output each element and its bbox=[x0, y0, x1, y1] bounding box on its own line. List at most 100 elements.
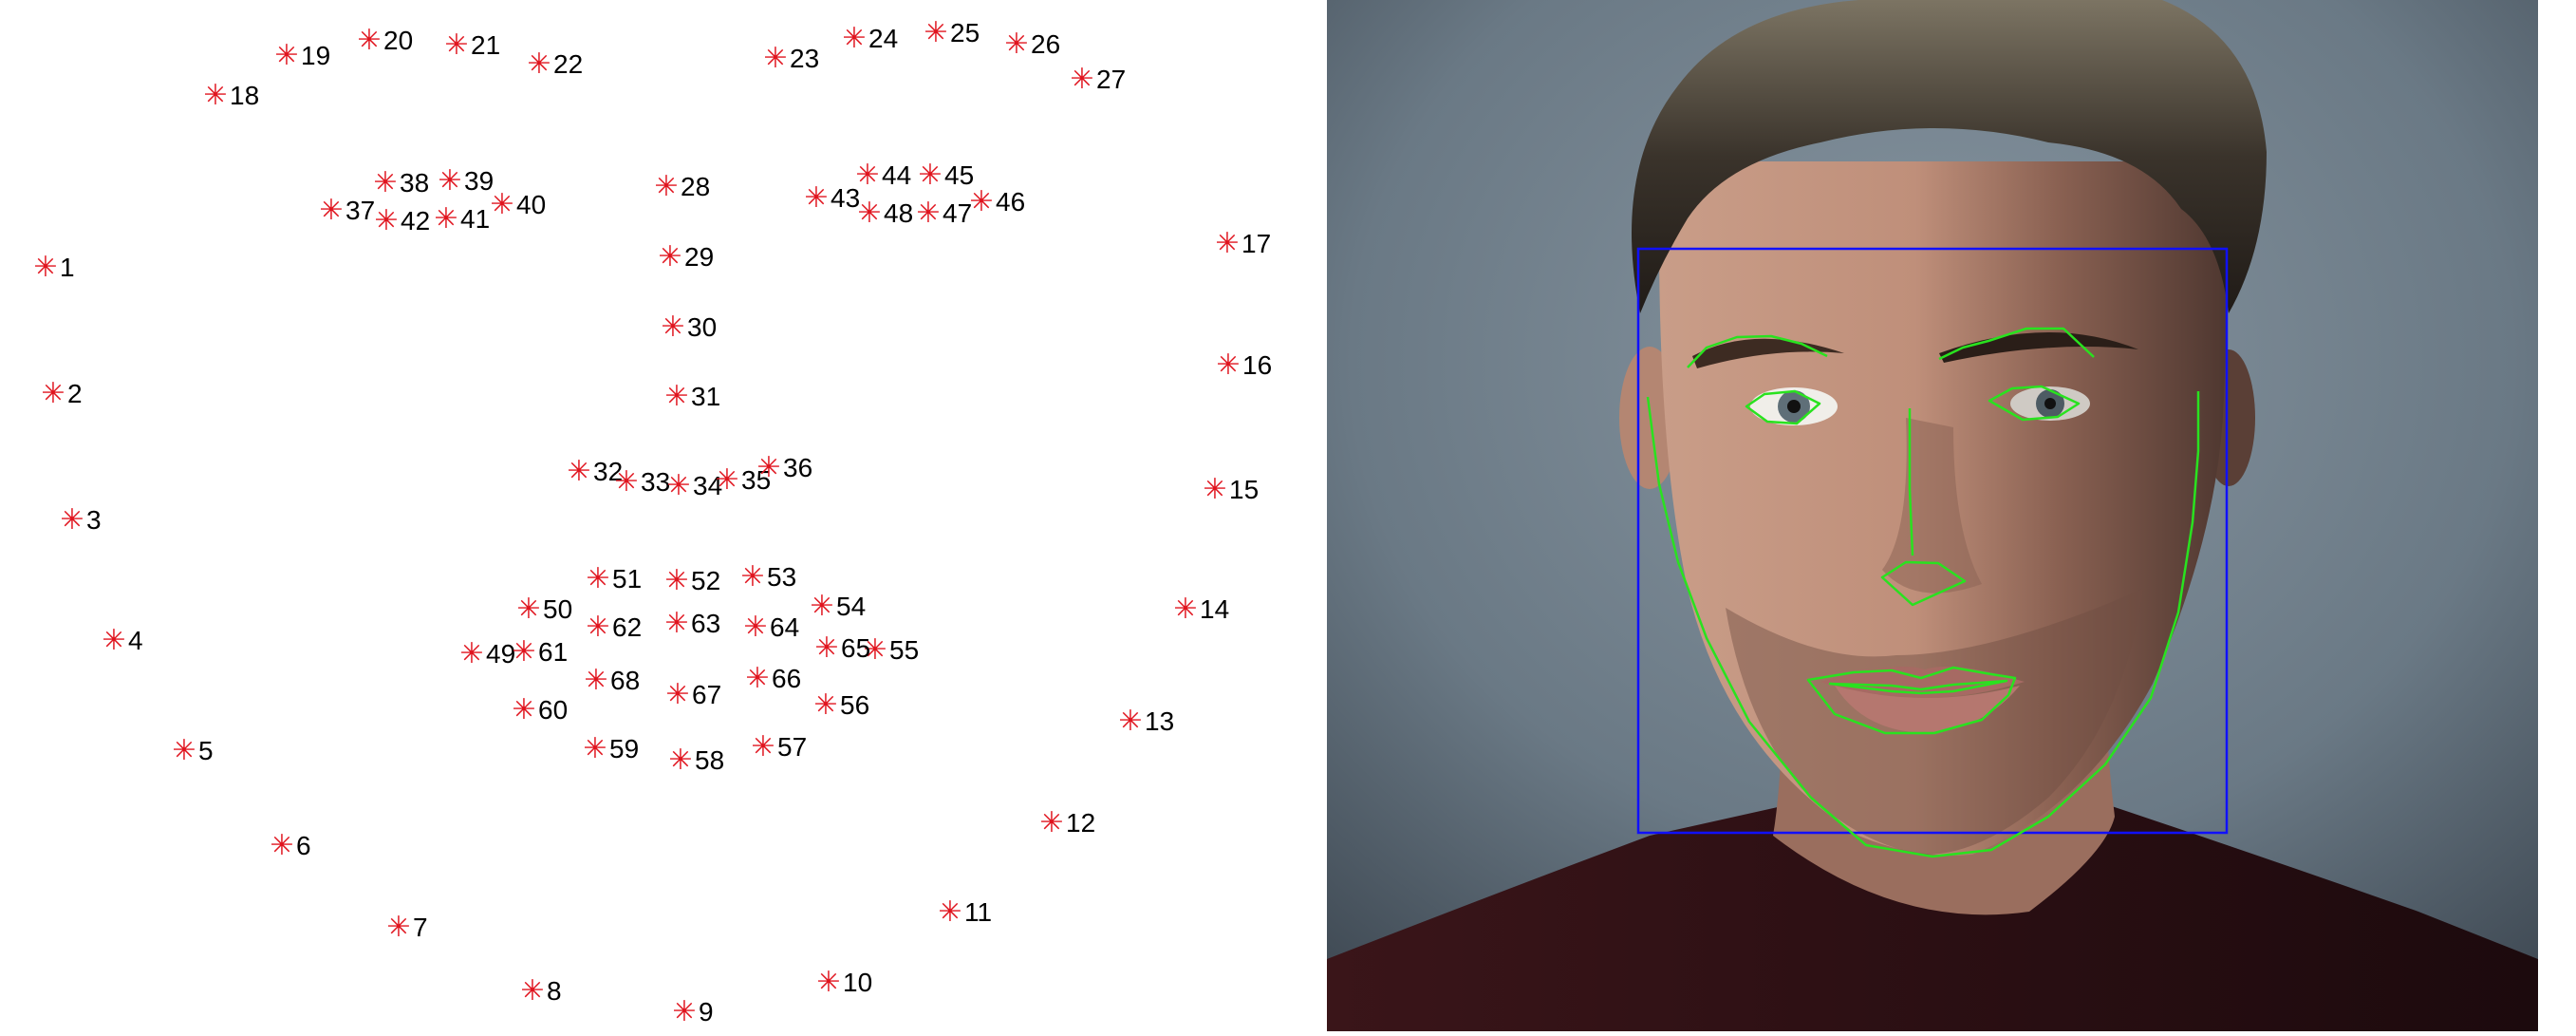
landmark-marker: ✳ bbox=[357, 24, 381, 57]
left-eye-outline bbox=[1745, 389, 1821, 425]
landmark-point: ✳61 bbox=[512, 635, 568, 669]
landmark-label: 46 bbox=[996, 187, 1025, 217]
landmark-label: 3 bbox=[86, 505, 102, 535]
landmark-point: ✳43 bbox=[804, 181, 860, 215]
landmark-point: ✳28 bbox=[654, 170, 710, 203]
landmark-point: ✳57 bbox=[751, 730, 807, 763]
landmark-label: 31 bbox=[691, 382, 720, 411]
landmark-point: ✳35 bbox=[715, 463, 771, 497]
landmark-marker: ✳ bbox=[916, 197, 940, 230]
landmark-point: ✳7 bbox=[386, 911, 427, 944]
landmark-point: ✳25 bbox=[924, 16, 980, 49]
landmark-point: ✳26 bbox=[1004, 28, 1060, 61]
landmark-label: 65 bbox=[841, 633, 870, 663]
landmark-marker: ✳ bbox=[583, 732, 607, 765]
landmark-label: 45 bbox=[944, 160, 974, 190]
face-photo-panel bbox=[1327, 0, 2538, 1031]
landmark-label: 18 bbox=[230, 81, 259, 110]
jawline-outline bbox=[1646, 391, 2200, 858]
landmark-point: ✳31 bbox=[664, 380, 720, 413]
landmark-marker: ✳ bbox=[745, 662, 769, 695]
landmark-point: ✳54 bbox=[810, 590, 866, 623]
landmark-point: ✳37 bbox=[319, 194, 375, 227]
landmark-marker: ✳ bbox=[512, 693, 535, 726]
landmark-point: ✳32 bbox=[567, 455, 623, 488]
landmark-marker: ✳ bbox=[270, 829, 293, 862]
landmark-label: 68 bbox=[610, 666, 640, 695]
landmark-point: ✳34 bbox=[666, 469, 722, 502]
landmark-point: ✳13 bbox=[1118, 705, 1174, 738]
landmark-marker: ✳ bbox=[756, 451, 780, 484]
landmark-point: ✳15 bbox=[1203, 473, 1259, 506]
landmark-label: 10 bbox=[843, 968, 872, 997]
right-eye-outline bbox=[1988, 385, 2081, 422]
landmark-marker: ✳ bbox=[666, 469, 690, 502]
landmark-point: ✳46 bbox=[969, 185, 1025, 218]
landmark-marker: ✳ bbox=[665, 678, 689, 711]
landmark-marker: ✳ bbox=[763, 42, 787, 75]
landmark-label: 62 bbox=[612, 612, 642, 642]
landmark-marker: ✳ bbox=[516, 593, 540, 626]
landmark-point: ✳6 bbox=[270, 829, 310, 862]
left-eyebrow-outline bbox=[1687, 334, 1828, 368]
landmark-point: ✳8 bbox=[520, 974, 561, 1008]
landmark-point: ✳65 bbox=[814, 631, 870, 665]
landmark-label: 32 bbox=[593, 457, 623, 486]
landmark-marker: ✳ bbox=[203, 79, 227, 112]
left-pupil bbox=[1787, 400, 1801, 413]
landmark-marker: ✳ bbox=[969, 185, 993, 218]
landmark-label: 21 bbox=[471, 30, 500, 60]
landmark-marker: ✳ bbox=[658, 240, 681, 273]
landmark-point: ✳21 bbox=[444, 28, 500, 62]
landmark-marker: ✳ bbox=[567, 455, 590, 488]
landmark-marker: ✳ bbox=[386, 911, 410, 944]
landmark-point: ✳60 bbox=[512, 693, 568, 726]
landmark-label: 40 bbox=[516, 190, 546, 219]
landmark-marker: ✳ bbox=[520, 974, 544, 1008]
landmark-point: ✳22 bbox=[527, 47, 583, 81]
landmark-marker: ✳ bbox=[855, 159, 879, 192]
landmark-label: 30 bbox=[687, 312, 717, 342]
landmark-label: 34 bbox=[693, 471, 722, 500]
landmark-point: ✳12 bbox=[1039, 806, 1095, 839]
landmark-label: 6 bbox=[296, 831, 311, 860]
landmark-marker: ✳ bbox=[434, 202, 457, 235]
landmark-label: 37 bbox=[345, 196, 375, 225]
landmark-point: ✳58 bbox=[668, 744, 724, 777]
landmark-marker: ✳ bbox=[918, 159, 942, 192]
landmark-label: 11 bbox=[964, 897, 992, 927]
landmark-marker: ✳ bbox=[654, 170, 678, 203]
landmark-label: 22 bbox=[553, 49, 583, 79]
landmark-point: ✳20 bbox=[357, 24, 413, 57]
landmark-label: 42 bbox=[401, 206, 430, 235]
landmark-marker: ✳ bbox=[751, 730, 775, 763]
face-bounding-box bbox=[1636, 247, 2229, 835]
landmark-label: 5 bbox=[198, 736, 214, 765]
landmark-point: ✳23 bbox=[763, 42, 819, 75]
landmark-point: ✳9 bbox=[672, 995, 713, 1028]
landmark-label: 35 bbox=[741, 465, 771, 495]
landmark-point: ✳39 bbox=[438, 164, 494, 198]
upper-lip bbox=[1820, 666, 2025, 698]
landmark-marker: ✳ bbox=[672, 995, 696, 1028]
landmark-label: 38 bbox=[400, 168, 429, 198]
landmark-marker: ✳ bbox=[1203, 473, 1226, 506]
landmark-label: 66 bbox=[772, 664, 801, 693]
landmark-marker: ✳ bbox=[444, 28, 468, 62]
landmark-marker: ✳ bbox=[938, 895, 961, 929]
landmark-label: 17 bbox=[1241, 229, 1271, 258]
landmark-label: 7 bbox=[413, 913, 428, 942]
landmark-label: 15 bbox=[1229, 475, 1259, 504]
landmark-marker: ✳ bbox=[664, 380, 688, 413]
landmark-point: ✳48 bbox=[857, 197, 913, 230]
landmark-label: 8 bbox=[547, 976, 562, 1006]
landmark-marker: ✳ bbox=[459, 637, 483, 670]
landmark-label: 9 bbox=[699, 997, 714, 1027]
landmark-label: 26 bbox=[1031, 29, 1060, 59]
landmark-label: 14 bbox=[1200, 594, 1229, 624]
landmark-point: ✳1 bbox=[33, 251, 74, 284]
landmark-point: ✳30 bbox=[661, 311, 717, 344]
landmark-point: ✳42 bbox=[374, 204, 430, 237]
landmark-label: 51 bbox=[612, 564, 642, 593]
landmark-point: ✳14 bbox=[1173, 593, 1229, 626]
